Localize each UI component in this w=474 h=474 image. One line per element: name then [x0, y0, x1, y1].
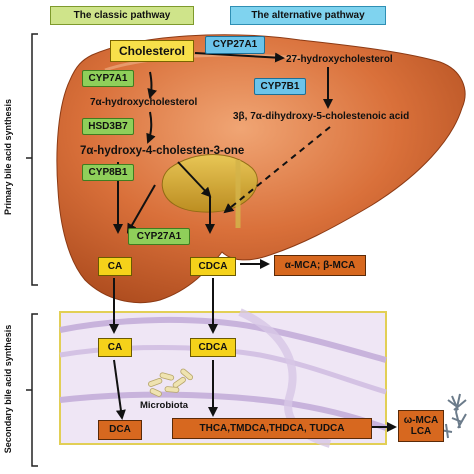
header-alternative-pathway: The alternative pathway [230, 6, 386, 25]
arrow-dihydroxy-to-cdca-dashed [223, 126, 331, 214]
mca-box: α-MCA; β-MCA [274, 255, 366, 276]
arrow-cholestenone-to-ca-b [127, 184, 156, 234]
enzyme-cyp27a1-top: CYP27A1 [205, 36, 265, 54]
enzyme-cyp7a1: CYP7A1 [82, 70, 134, 87]
enzyme-cyp8b1: CYP8B1 [82, 164, 134, 181]
label-7a-hydroxycholesterol: 7α-hydroxycholesterol [90, 97, 198, 108]
primary-bracket [26, 33, 38, 286]
enzyme-cyp27a1-low: CYP27A1 [128, 228, 190, 245]
secondary-bracket [26, 313, 38, 467]
side-label-primary: Primary bile acid synthesis [3, 98, 13, 216]
liver-ca-box: CA [98, 257, 132, 276]
side-label-secondary: Secondary bile acid synthesis [3, 324, 13, 454]
arrow-gut-ca-to-dca [113, 359, 126, 420]
gut-cdca-box: CDCA [190, 338, 236, 357]
arrow-cholestenone-to-cdca [177, 161, 212, 198]
label-dihydroxy-cholestenoic-acid: 3β, 7α-dihydroxy-5-cholestenoic acid [233, 111, 410, 122]
wmca-lca-box: ω-MCA LCA [398, 410, 444, 442]
label-microbiota: Microbiota [140, 400, 189, 411]
label-27-hydroxycholesterol: 27-hydroxycholesterol [286, 54, 393, 65]
header-classic-pathway: The classic pathway [50, 6, 194, 25]
gut-ca-box: CA [98, 338, 132, 357]
label-7a-hydroxy-4-cholesten-3-one: 7α-hydroxy-4-cholesten-3-one [80, 145, 245, 157]
enzyme-cyp7b1: CYP7B1 [254, 78, 306, 95]
arrow-7a-to-cholestenone [146, 111, 156, 144]
microbiota-rods [148, 368, 194, 397]
liver-cdca-box: CDCA [190, 257, 236, 276]
dca-box: DCA [98, 420, 142, 440]
conjugates-box: THCA,TMDCA,THDCA, TUDCA [172, 418, 372, 439]
enzyme-hsd3b7: HSD3B7 [82, 118, 134, 135]
cholesterol-box: Cholesterol [110, 40, 194, 62]
arrow-chol-to-7a [147, 71, 158, 99]
bacteria-cluster [439, 393, 467, 439]
